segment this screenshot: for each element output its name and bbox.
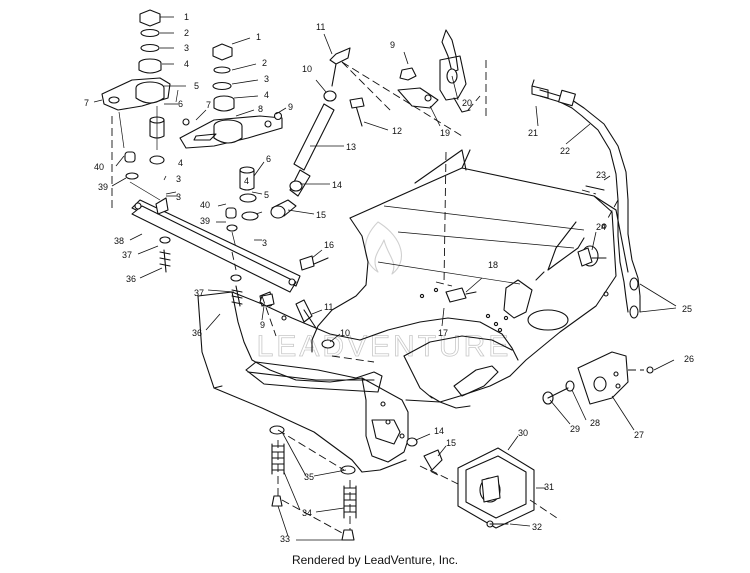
- callout-37: 37: [194, 288, 204, 298]
- callout-9: 9: [288, 102, 293, 112]
- callout-10: 10: [302, 64, 312, 74]
- tie-rod-assembly: [131, 197, 301, 307]
- callout-12: 12: [392, 126, 402, 136]
- callout-40: 40: [200, 200, 210, 210]
- callout-7: 7: [206, 100, 211, 110]
- callout-40: 40: [94, 162, 104, 172]
- callout-39: 39: [200, 216, 210, 226]
- assembly-guide-lines: [111, 60, 644, 535]
- callout-11: 11: [324, 302, 333, 312]
- chassis-tunnel: [197, 149, 629, 473]
- callout-1: 1: [256, 32, 261, 42]
- callout-3: 3: [176, 192, 181, 202]
- callout-17: 17: [438, 328, 448, 338]
- callout-4: 4: [184, 59, 189, 69]
- callout-28: 28: [590, 418, 600, 428]
- flame-logo-icon: [364, 221, 402, 275]
- callout-11: 11: [316, 22, 325, 32]
- callout-15: 15: [316, 210, 326, 220]
- callout-14: 14: [434, 426, 444, 436]
- callout-leader-lines: [93, 16, 677, 541]
- callout-20: 20: [462, 98, 472, 108]
- callout-36: 36: [126, 274, 136, 284]
- callout-26: 26: [684, 354, 694, 364]
- callout-4: 4: [244, 176, 249, 186]
- callout-22: 22: [560, 146, 570, 156]
- callout-34: 34: [302, 508, 312, 518]
- callout-31: 31: [544, 482, 554, 492]
- callout-3: 3: [264, 74, 269, 84]
- side-bracket: [542, 351, 629, 405]
- callout-24: 24: [596, 222, 606, 232]
- grab-bar: [531, 79, 641, 319]
- callout-2: 2: [184, 28, 189, 38]
- callout-38: 38: [114, 236, 124, 246]
- footer-credit: Rendered by LeadVenture, Inc.: [291, 553, 459, 567]
- callout-32: 32: [532, 522, 542, 532]
- callout-3: 3: [262, 238, 267, 248]
- callout-37: 37: [122, 250, 132, 260]
- callout-2: 2: [262, 58, 267, 68]
- callout-6: 6: [178, 99, 183, 109]
- callout-9: 9: [390, 40, 395, 50]
- shock-absorber: [259, 47, 654, 471]
- callout-23: 23: [596, 170, 606, 180]
- leadventure-watermark: LEADVENTURE: [256, 221, 512, 363]
- callout-4: 4: [264, 90, 269, 100]
- callout-14: 14: [332, 180, 342, 190]
- engine-mount: [457, 447, 535, 529]
- callout-5: 5: [264, 190, 269, 200]
- callout-1: 1: [184, 12, 189, 22]
- callout-27: 27: [634, 430, 644, 440]
- callout-18: 18: [488, 260, 498, 270]
- callout-6: 6: [266, 154, 271, 164]
- callout-36: 36: [192, 328, 202, 338]
- callout-15: 15: [446, 438, 456, 448]
- callout-4: 4: [178, 158, 183, 168]
- callout-3: 3: [176, 174, 181, 184]
- callout-35: 35: [304, 472, 314, 482]
- watermark-text: LEADVENTURE: [257, 330, 512, 363]
- callout-10: 10: [340, 328, 350, 338]
- callout-21: 21: [528, 128, 538, 138]
- callout-25: 25: [682, 304, 692, 314]
- callout-33: 33: [280, 534, 290, 544]
- callout-3: 3: [184, 43, 189, 53]
- callout-labels: 1 2 3 4 5 6 7 1 2 3 4 7 8 9 6 4 3 4 5 40…: [84, 12, 694, 544]
- callout-8: 8: [258, 104, 263, 114]
- callout-29: 29: [570, 424, 580, 434]
- callout-7: 7: [84, 98, 89, 108]
- callout-39: 39: [98, 182, 108, 192]
- callout-13: 13: [346, 142, 356, 152]
- callout-19: 19: [440, 128, 450, 138]
- callout-9: 9: [260, 320, 265, 330]
- steering-arm-left: [101, 9, 179, 201]
- spring-assemblies: [269, 425, 357, 541]
- callout-5: 5: [194, 81, 199, 91]
- callout-16: 16: [324, 240, 334, 250]
- callout-30: 30: [518, 428, 528, 438]
